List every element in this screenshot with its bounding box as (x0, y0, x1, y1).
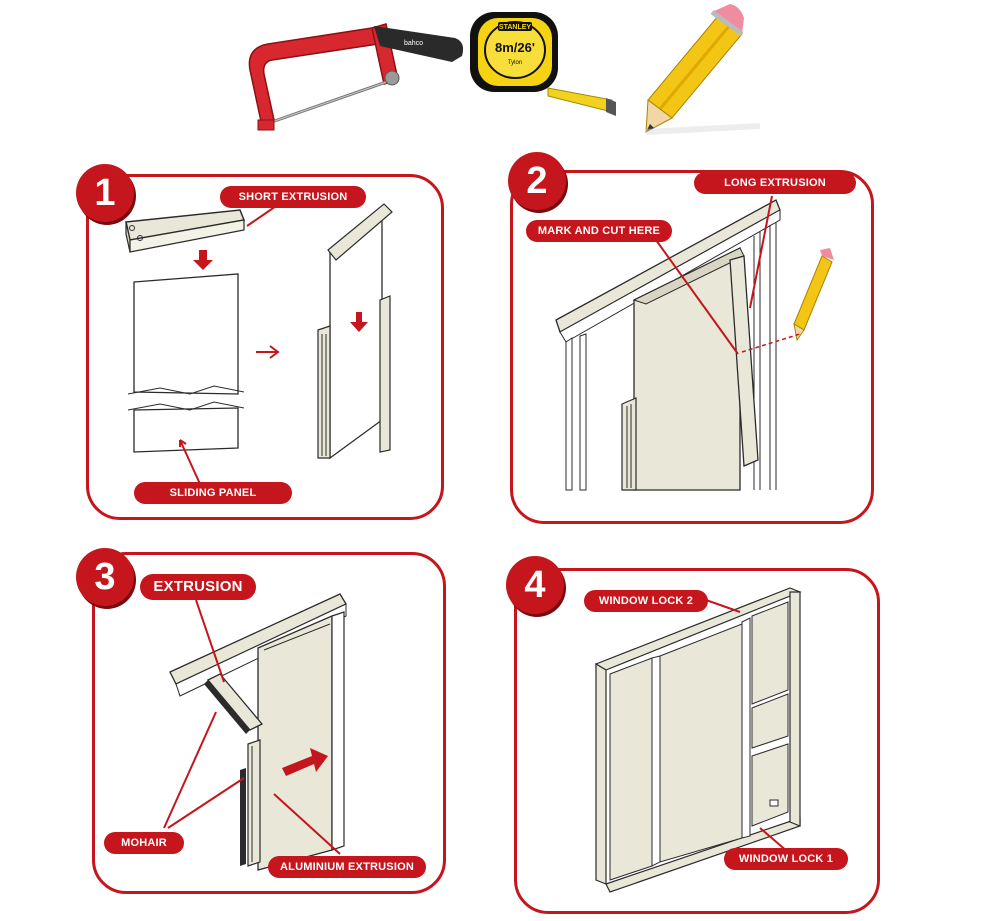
hacksaw-brand: bahco (404, 40, 423, 47)
down-arrow-icon (350, 312, 368, 332)
callout-line (705, 599, 741, 613)
tape-model: Tylon (508, 60, 522, 66)
tape-brand: STANLEY (499, 24, 531, 31)
pencil-icon (793, 248, 834, 342)
hacksaw-icon: bahco (248, 23, 464, 131)
label-sliding-panel: SLIDING PANEL (134, 482, 292, 504)
right-arrow-icon (282, 748, 328, 776)
label-aluminium-extrusion: ALUMINIUM EXTRUSION (268, 856, 426, 878)
tape-size: 8m/26' (495, 40, 535, 55)
callout-line (273, 793, 341, 855)
window-frame-part (169, 593, 347, 871)
label-window-lock-1: WINDOW LOCK 1 (724, 848, 848, 870)
step-1-number-badge: 1 (76, 164, 134, 222)
step-2-number-badge: 2 (508, 152, 566, 210)
right-arrow-icon (256, 345, 280, 359)
label-short-extrusion: SHORT EXTRUSION (220, 186, 366, 208)
down-arrow-icon (193, 250, 213, 270)
step-3-number-badge: 3 (76, 548, 134, 606)
step-4-number-badge: 4 (506, 556, 564, 614)
tape-measure-icon: STANLEY 8m/26' Tylon (470, 12, 616, 116)
callout-line (167, 777, 245, 829)
extrusion-part (204, 673, 264, 734)
short-extrusion-part (125, 209, 246, 253)
callout-line (163, 711, 217, 829)
label-window-lock-2: WINDOW LOCK 2 (584, 590, 708, 612)
tools-row: bahco STANLEY 8m/26' Tylon (0, 0, 986, 150)
callout-line (749, 195, 773, 309)
window-frame-part (555, 199, 781, 491)
sliding-panel-part (127, 273, 245, 453)
label-long-extrusion: LONG EXTRUSION (694, 172, 856, 194)
label-mohair: MOHAIR (104, 832, 184, 854)
assembled-window-part (594, 587, 802, 893)
label-mark-and-cut: MARK AND CUT HERE (526, 220, 672, 242)
tools-illustration: bahco STANLEY 8m/26' Tylon (248, 4, 761, 135)
pencil-icon (645, 4, 761, 135)
label-extrusion: EXTRUSION (140, 574, 256, 600)
callout-line (195, 599, 225, 683)
callout-line (179, 439, 201, 485)
assembled-panel-part (317, 203, 393, 460)
cut-mark-line (741, 333, 801, 353)
callout-line (655, 239, 739, 355)
